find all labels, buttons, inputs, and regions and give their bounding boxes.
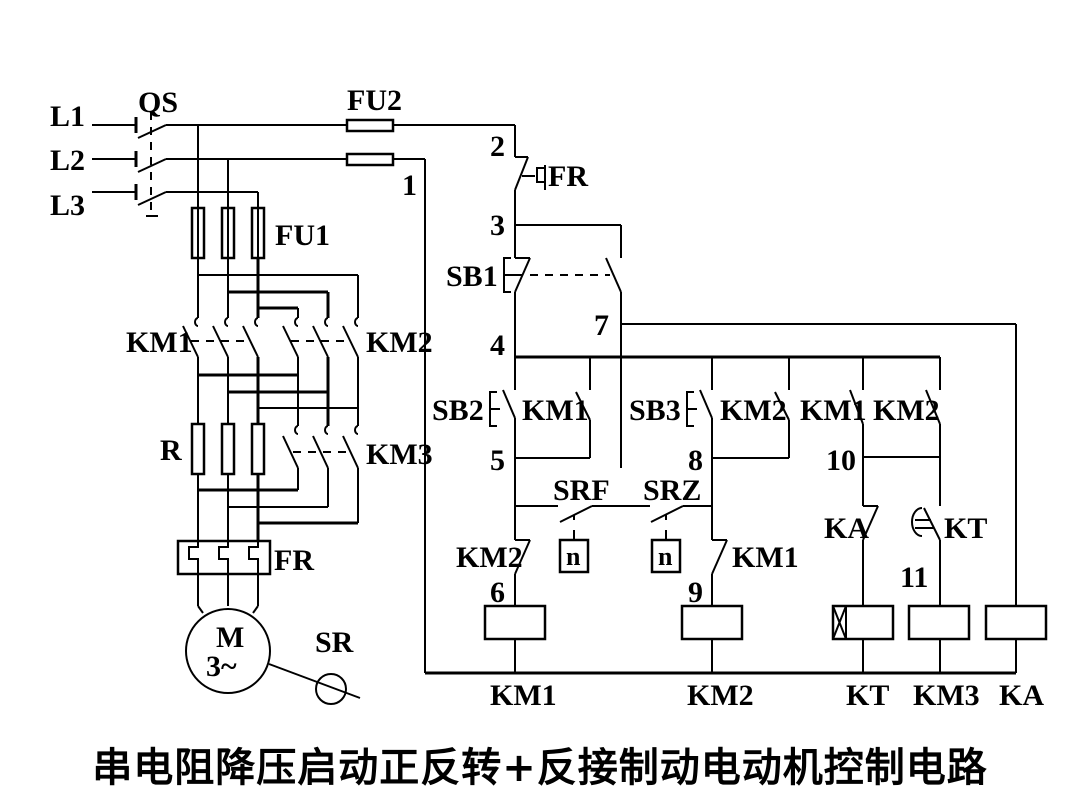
reverse-button-SB3 (686, 389, 713, 427)
speed-symbol-n-2: n (658, 542, 673, 571)
label-KM2-aux-2: KM2 (873, 394, 940, 427)
coil-KM3 (907, 604, 971, 673)
node-1: 1 (402, 169, 417, 202)
label-KM1-aux-2: KM1 (800, 394, 867, 427)
label-KM2-interlock: KM2 (456, 541, 523, 574)
label-SB3: SB3 (629, 394, 681, 427)
label-KA-contact: KA (824, 512, 869, 545)
node-4: 4 (490, 329, 505, 362)
km1-interlock-contact (711, 539, 728, 575)
coil-label-KM2: KM2 (687, 679, 754, 712)
motor-M (185, 608, 271, 694)
label-FU1: FU1 (275, 219, 330, 252)
node-3: 3 (490, 209, 505, 242)
coil-label-KM3: KM3 (913, 679, 980, 712)
node-9: 9 (688, 576, 703, 609)
label-FR-main: FR (274, 544, 314, 577)
coil-KT (831, 604, 895, 673)
thermal-relay-FR (176, 539, 272, 576)
switch-QS (92, 112, 167, 217)
node-2: 2 (490, 130, 505, 163)
speed-relay-SR (268, 663, 361, 705)
coil-KM1 (483, 604, 547, 673)
label-KM3-main: KM3 (366, 438, 433, 471)
main-circuit: L1 L2 L3 QS (50, 86, 515, 705)
km2-aux-contact-2 (925, 389, 941, 425)
stop-button-SB1 (503, 257, 622, 293)
node-8: 8 (688, 444, 703, 477)
label-SR: SR (315, 626, 354, 659)
fuses-FU2 (345, 118, 395, 167)
speed-symbol-n-1: n (566, 542, 581, 571)
contactor-KM1-main (182, 317, 259, 358)
label-SB1: SB1 (446, 260, 498, 293)
label-L2: L2 (50, 144, 85, 177)
label-KT-contact: KT (944, 512, 987, 545)
forward-button-SB2 (489, 389, 516, 427)
diagram-title: 串电阻降压启动正反转+反接制动电动机控制电路 (92, 745, 988, 791)
label-L3: L3 (50, 189, 85, 222)
coil-KM2 (680, 604, 744, 673)
coil-KA (984, 604, 1048, 673)
label-KM1-main: KM1 (126, 326, 193, 359)
speed-contact-SRF (558, 505, 593, 574)
label-KM1-interlock: KM1 (732, 541, 799, 574)
resistors-R (190, 422, 266, 476)
motor-phase-label: 3~ (206, 650, 237, 683)
speed-contact-SRZ (650, 505, 684, 574)
ka-contact (862, 505, 879, 541)
label-R: R (160, 434, 182, 467)
kt-timed-contact (911, 507, 941, 541)
label-SRF: SRF (553, 474, 610, 507)
km2-interlock-contact (514, 539, 531, 575)
label-KM1-aux: KM1 (522, 394, 589, 427)
label-SB2: SB2 (432, 394, 484, 427)
node-10: 10 (826, 444, 856, 477)
thermal-contact-FR (514, 156, 546, 191)
km1-aux-contact-2 (849, 389, 864, 425)
coil-label-KT: KT (846, 679, 889, 712)
coil-label-KM1: KM1 (490, 679, 557, 712)
coil-label-KA: KA (999, 679, 1044, 712)
node-5: 5 (490, 444, 505, 477)
label-QS: QS (138, 86, 178, 119)
node-11: 11 (900, 561, 928, 594)
motor-label: M (216, 621, 244, 654)
contactor-KM3-bypass (282, 425, 359, 469)
km2-aux-contact (774, 391, 790, 421)
node-7: 7 (594, 309, 609, 342)
label-FR-contact: FR (548, 160, 588, 193)
label-L1: L1 (50, 100, 85, 133)
label-FU2: FU2 (347, 84, 402, 117)
contactor-KM2-main (282, 317, 359, 358)
km1-aux-contact (575, 391, 591, 421)
label-SRZ: SRZ (643, 474, 701, 507)
label-KM2-aux: KM2 (720, 394, 787, 427)
label-KM2-main: KM2 (366, 326, 433, 359)
fuses-FU1 (190, 206, 266, 260)
node-6: 6 (490, 576, 505, 609)
control-circuit: FU2 1 2 FR 3 SB1 (345, 84, 1048, 712)
